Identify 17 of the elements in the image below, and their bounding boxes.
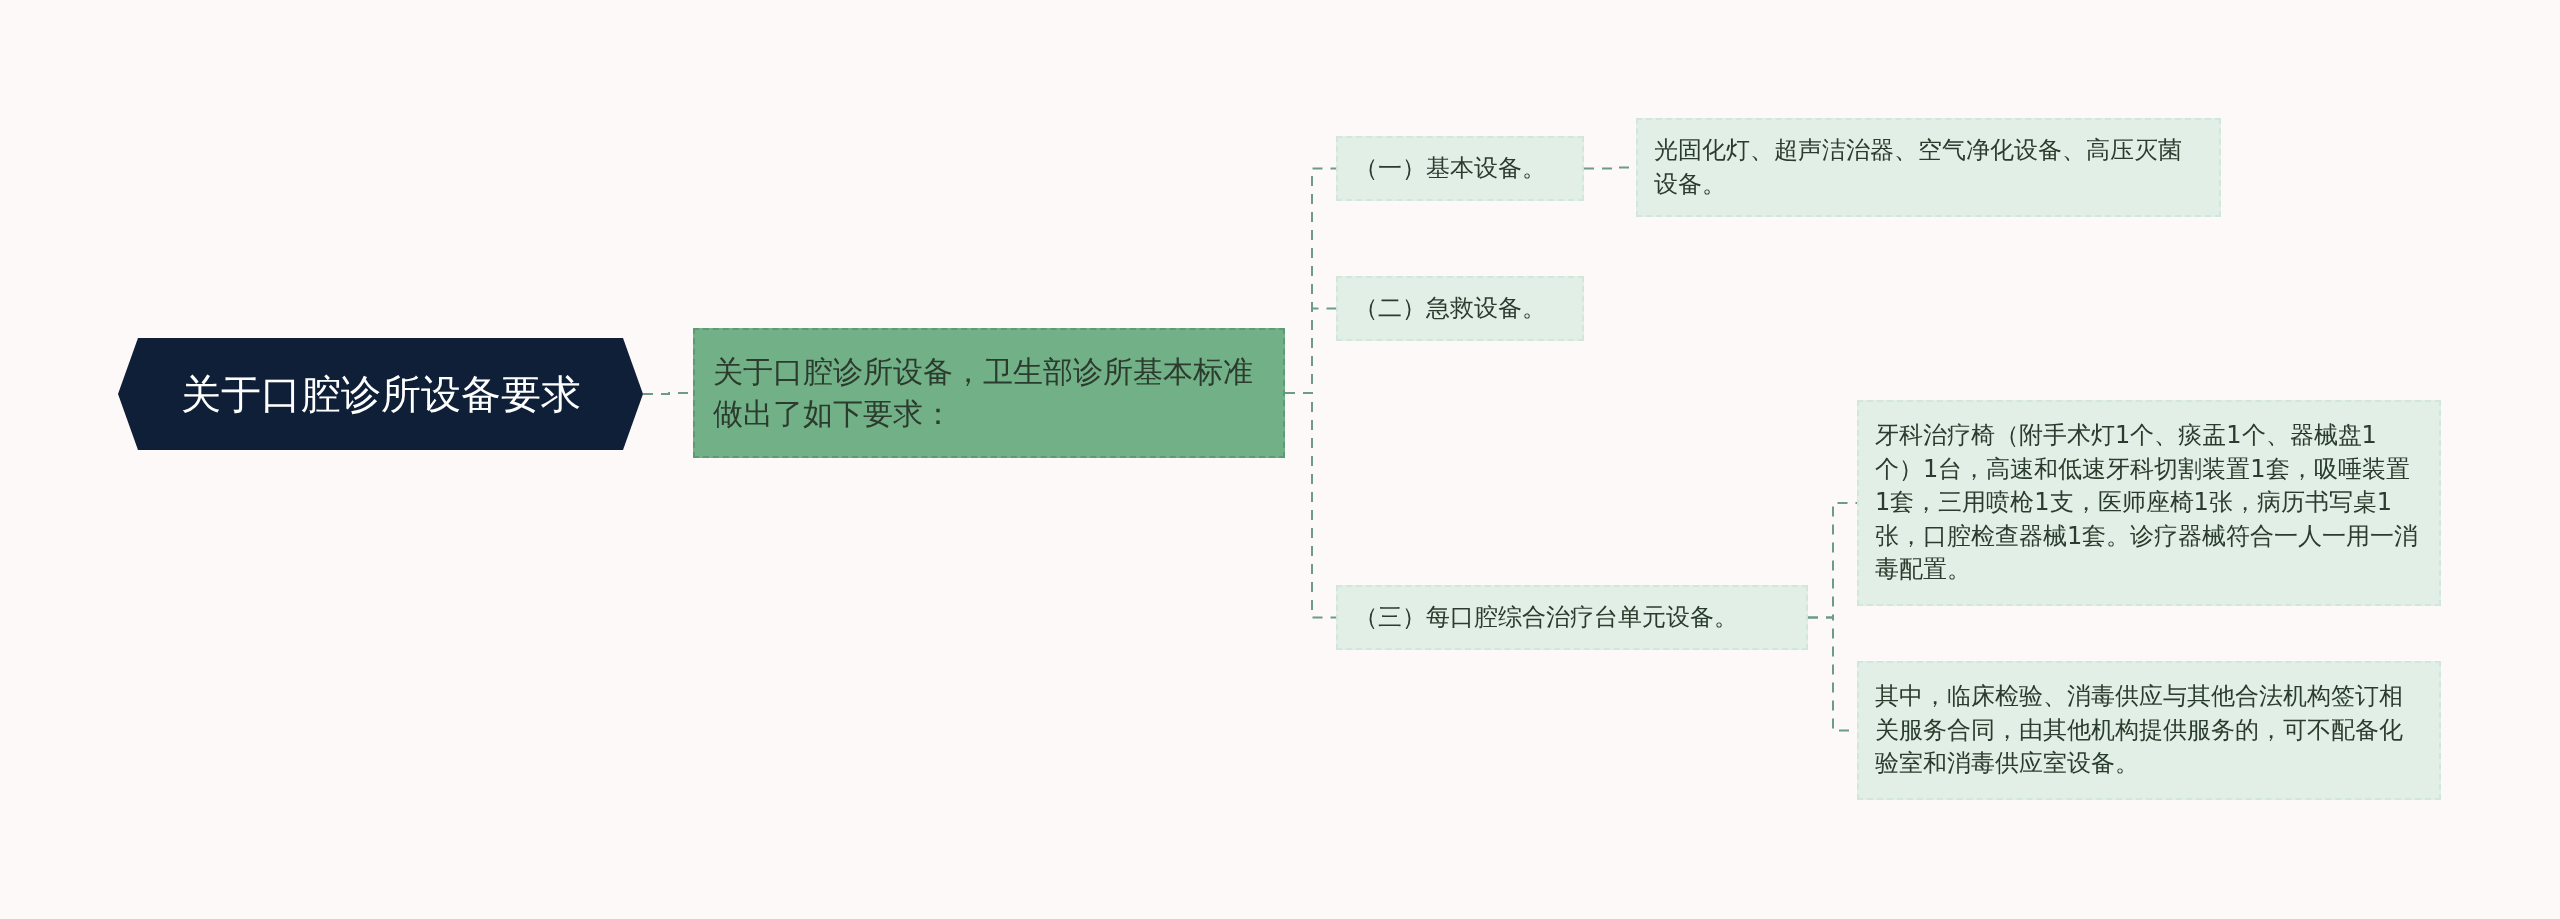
subtopic-box (1336, 585, 1808, 650)
subtopic-box (1336, 276, 1584, 341)
node-text: 光固化灯、超声洁治器、空气净化设备、高压灭菌设备。 (1654, 134, 2183, 200)
topic-box (693, 328, 1285, 458)
subtopic-box (1336, 136, 1584, 201)
connector-line (1284, 392, 1337, 619)
node-text: 其中，临床检验、消毒供应与其他合法机构签订相关服务合同，由其他机构提供服务的，可不配备化验室和消毒供应室设备。 (1875, 681, 2404, 780)
node-text: 关于口腔诊所设备，卫生部诊所基本标准做出了如下要求： (713, 353, 1254, 433)
root-topic-hexagon (118, 338, 643, 450)
node-text: 牙科治疗椅（附手术灯1个、痰盂1个、器械盘1个）1台，高速和低速牙科切割装置1套，吸唾装置1套，三用喷枪1支，医师座椅1张，病历书写桌1张，口腔检查器械1套。诊疗器械符合一人一用一消毒配置。 (1875, 420, 2420, 586)
node-text: （二）急救设备。 (1354, 292, 1546, 324)
node-text: （一）基本设备。 (1354, 152, 1546, 184)
node-text: 关于口腔诊所设备要求 (180, 370, 581, 419)
subtopic-box (1857, 661, 2441, 800)
subtopic-box (1857, 400, 2441, 606)
node-text: （三）每口腔综合治疗台单元设备。 (1354, 601, 1738, 633)
subtopic-box (1636, 118, 2221, 217)
